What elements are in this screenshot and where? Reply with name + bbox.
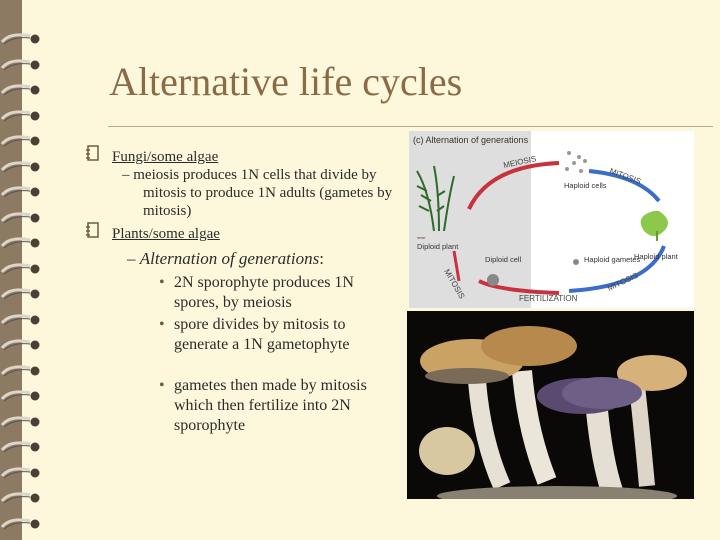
- fern-illustration: [416, 165, 455, 232]
- haploid-plant-illustration: [640, 211, 668, 241]
- spiral-binding-ring-icon: [0, 285, 40, 305]
- spiral-binding-ring-icon: [0, 234, 40, 254]
- spiral-binding-ring-icon: [0, 362, 40, 382]
- spiral-binding-ring-icon: [0, 489, 40, 509]
- bullet-dot: •: [159, 316, 165, 333]
- alternation-colon: :: [319, 249, 324, 268]
- spiral-binding-ring-icon: [0, 30, 40, 50]
- list-item: •gametes then made by mitosis which then…: [159, 377, 367, 434]
- alternation-heading: – Alternation of generations:: [127, 249, 324, 269]
- bullet-dot: •: [159, 274, 165, 291]
- spiral-binding-ring-icon: [0, 464, 40, 484]
- spiral-binding-ring-icon: [0, 209, 40, 229]
- spiral-binding-ring-icon: [0, 438, 40, 458]
- label-haploid-cells: Haploid cells: [564, 181, 607, 190]
- label-haploid-gametes: Haploid gametes: [584, 255, 641, 264]
- mitosis-left-arrow: [452, 250, 461, 282]
- spiral-binding-ring-icon: [0, 515, 40, 535]
- mushroom-photo: [407, 311, 694, 499]
- notebook-bullet-icon: [86, 145, 100, 166]
- label-diploid-cell: Diploid cell: [485, 255, 522, 264]
- spiral-binding-ring-icon: [0, 132, 40, 152]
- alternation-italic: Alternation of generations: [139, 249, 320, 268]
- label-fertilization: FERTILIZATION: [519, 294, 578, 303]
- gamete-dot: [573, 259, 579, 265]
- bullet-dot: •: [159, 377, 165, 394]
- spiral-binding-ring-icon: [0, 81, 40, 101]
- spiral-binding-ring-icon: [0, 260, 40, 280]
- diagram-title: (c) Alternation of generations: [413, 135, 529, 145]
- bullet-fungi-detail: – meiosis produces 1N cells that divide …: [122, 167, 393, 219]
- title-divider: [108, 126, 713, 127]
- bullet-plants-label: Plants/some algae: [112, 226, 220, 242]
- list-item: •2N sporophyte produces 1N spores, by me…: [159, 274, 354, 311]
- mitosis-top-arrow: [588, 169, 661, 203]
- alternation-diagram: (c) Alternation of generations MEIOSIS M…: [409, 131, 694, 308]
- fern-roots: ᚚᚚ: [416, 235, 426, 241]
- fertilization-arrow: [478, 279, 560, 295]
- diploid-cell-dot: [487, 274, 499, 286]
- bullet-fungi-label: Fungi/some algae: [112, 149, 219, 165]
- spiral-binding-ring-icon: [0, 158, 40, 178]
- haploid-cells-dots: [565, 151, 587, 173]
- mitosis-bottom-arrow: [568, 245, 666, 293]
- slide-title: Alternative life cycles: [109, 59, 463, 104]
- spiral-binding-ring-icon: [0, 387, 40, 407]
- spiral-binding-ring-icon: [0, 336, 40, 356]
- spiral-binding-ring-icon: [0, 413, 40, 433]
- alternation-dash: –: [127, 249, 140, 268]
- label-haploid-plant: Haploid plant: [634, 252, 679, 261]
- spiral-binding-ring-icon: [0, 311, 40, 331]
- spiral-binding-ring-icon: [0, 107, 40, 127]
- spiral-binding-ring-icon: [0, 56, 40, 76]
- spiral-binding-ring-icon: [0, 183, 40, 203]
- notebook-bullet-icon: [86, 222, 100, 243]
- label-diploid-plant: Diploid plant: [417, 242, 459, 251]
- list-item: •spore divides by mitosis to generate a …: [159, 316, 350, 353]
- meiosis-arrow: [467, 161, 560, 210]
